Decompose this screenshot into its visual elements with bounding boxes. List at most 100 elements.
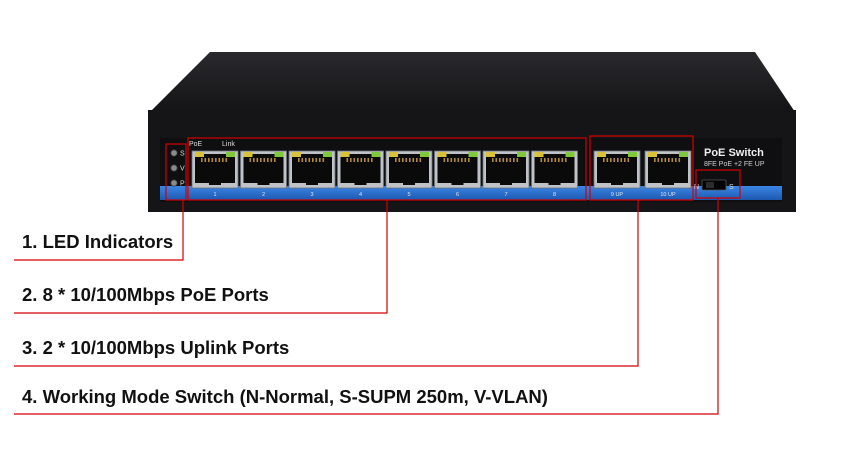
port-led-right bbox=[517, 152, 526, 157]
port-led-right bbox=[565, 152, 575, 157]
mode-switch-letter-s: S bbox=[729, 184, 734, 191]
poe-port[interactable]: 2 bbox=[240, 150, 287, 198]
port-pin bbox=[668, 158, 670, 162]
poe-port[interactable]: 6 bbox=[434, 150, 481, 198]
port-led-right bbox=[226, 152, 235, 157]
port-pin bbox=[661, 158, 663, 162]
port-latch bbox=[209, 181, 221, 185]
port-pin bbox=[565, 158, 567, 162]
port-pin bbox=[253, 158, 255, 162]
port-number-label: 4 bbox=[359, 192, 362, 198]
port-pin bbox=[308, 158, 311, 162]
port-pin bbox=[222, 158, 224, 162]
port-pin bbox=[315, 158, 318, 162]
port-pin bbox=[502, 158, 505, 162]
port-pin bbox=[364, 158, 366, 162]
port-led-left bbox=[437, 152, 447, 157]
port-number-label: 8 bbox=[553, 192, 556, 198]
port-pin bbox=[395, 158, 397, 162]
port-led-right bbox=[420, 152, 429, 157]
chassis-top bbox=[150, 52, 795, 112]
port-latch bbox=[306, 181, 318, 185]
port-pin bbox=[492, 158, 494, 162]
poe-port[interactable]: 7 bbox=[482, 150, 530, 198]
port-pin bbox=[218, 158, 221, 162]
port-pin bbox=[357, 158, 359, 162]
port-pin bbox=[249, 158, 252, 162]
port-pin bbox=[554, 158, 557, 162]
port-pin bbox=[468, 158, 470, 162]
port-led-left bbox=[597, 152, 606, 157]
poe-port[interactable]: 5 bbox=[385, 150, 433, 198]
port-latch bbox=[451, 181, 464, 185]
port-led-left bbox=[243, 152, 253, 157]
port-pin bbox=[270, 158, 273, 162]
port-number-label: 3 bbox=[310, 192, 313, 198]
port-pin bbox=[367, 158, 370, 162]
led-indicators: SVP bbox=[170, 149, 185, 188]
port-latch bbox=[662, 181, 674, 185]
port-number-label: 9 UP bbox=[611, 192, 624, 198]
port-pin bbox=[671, 158, 674, 162]
port-pin bbox=[360, 158, 363, 162]
port-pin bbox=[454, 158, 456, 162]
port-number-label: 5 bbox=[407, 192, 410, 198]
port-pin bbox=[225, 158, 228, 162]
port-led-left bbox=[648, 152, 657, 157]
port-pin bbox=[617, 158, 619, 162]
led-letter: S bbox=[180, 151, 185, 158]
port-led-left bbox=[534, 152, 544, 157]
port-pin bbox=[664, 158, 667, 162]
port-pin bbox=[204, 158, 207, 162]
port-pin bbox=[464, 158, 467, 162]
mode-switch-knob[interactable] bbox=[706, 182, 714, 188]
port-pin bbox=[416, 158, 418, 162]
link-group-label: Link bbox=[222, 141, 235, 148]
port-pin bbox=[346, 158, 349, 162]
uplink-ports: 9 UP 10 UP bbox=[593, 150, 692, 198]
port-pin bbox=[211, 158, 214, 162]
port-pin bbox=[274, 158, 276, 162]
poe-port[interactable]: 8 bbox=[531, 150, 578, 198]
poe-ports: 1 2 3 4 5 6 7 8 bbox=[191, 150, 578, 198]
port-pin bbox=[624, 158, 626, 162]
poe-port[interactable]: 4 bbox=[337, 150, 384, 198]
port-pin bbox=[506, 158, 508, 162]
port-pin bbox=[322, 158, 325, 162]
port-pin bbox=[450, 158, 453, 162]
port-pin bbox=[547, 158, 550, 162]
port-latch bbox=[354, 181, 367, 185]
port-pin bbox=[544, 158, 546, 162]
callout-uplink-ports: 3. 2 * 10/100Mbps Uplink Ports bbox=[22, 337, 290, 358]
port-led-right bbox=[371, 152, 381, 157]
status-led bbox=[170, 164, 178, 172]
port-pin bbox=[350, 158, 352, 162]
port-latch bbox=[611, 181, 623, 185]
port-latch bbox=[548, 181, 561, 185]
port-latch bbox=[403, 181, 415, 185]
port-pin bbox=[495, 158, 498, 162]
poe-port[interactable]: 1 bbox=[191, 150, 239, 198]
port-pin bbox=[398, 158, 401, 162]
port-pin bbox=[201, 158, 203, 162]
led-letter: P bbox=[180, 181, 185, 188]
uplink-port[interactable]: 10 UP bbox=[644, 150, 692, 198]
status-led bbox=[170, 179, 178, 187]
port-pin bbox=[613, 158, 616, 162]
poe-port[interactable]: 3 bbox=[288, 150, 336, 198]
callout-leaders bbox=[14, 198, 719, 415]
port-pin bbox=[540, 158, 543, 162]
port-pin bbox=[678, 158, 681, 162]
port-number-label: 1 bbox=[213, 192, 216, 198]
port-pin bbox=[319, 158, 321, 162]
port-pin bbox=[461, 158, 463, 162]
port-number-label: 2 bbox=[262, 192, 265, 198]
port-number-label: 10 UP bbox=[660, 192, 676, 198]
port-number-label: 6 bbox=[456, 192, 459, 198]
port-pin bbox=[215, 158, 217, 162]
uplink-port[interactable]: 9 UP bbox=[593, 150, 641, 198]
port-pin bbox=[516, 158, 519, 162]
port-pin bbox=[260, 158, 262, 162]
port-pin bbox=[620, 158, 623, 162]
